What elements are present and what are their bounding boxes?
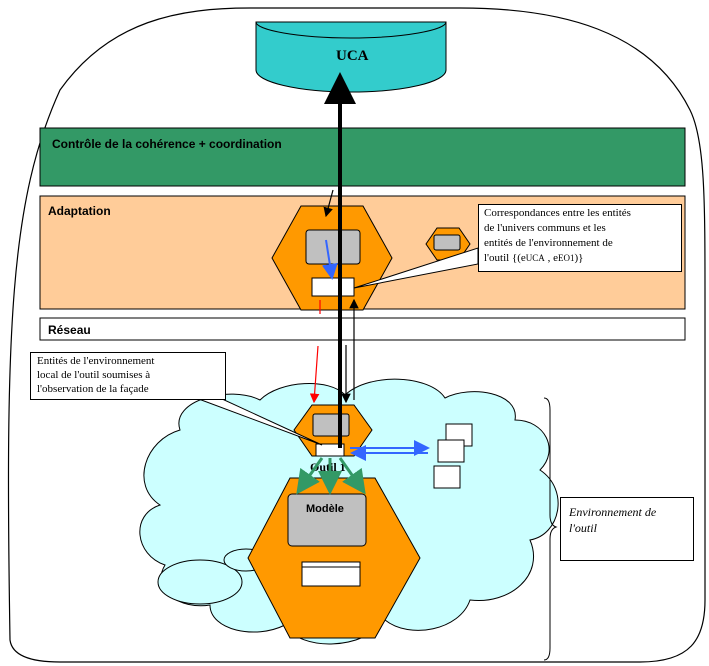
red-arrow [314, 300, 320, 402]
correspondance-note: Correspondances entre les entités de l'u… [478, 204, 682, 272]
reseau-layer-label: Réseau [48, 323, 91, 337]
adaptation-small-hexagon-box [433, 234, 461, 251]
correspondance-note-mid: , e [544, 252, 558, 264]
tool-facade-port [315, 443, 345, 457]
coherence-layer [39, 127, 686, 187]
adaptation-blue-arrow [321, 239, 338, 280]
entities-note: Entités de l'environnement local de l'ou… [30, 352, 226, 400]
uca-label: UCA [336, 48, 369, 64]
uca-database: UCA [255, 21, 447, 93]
correspondance-note-line3: entités de l'environnement de [484, 237, 613, 249]
environment-bracket [543, 397, 558, 661]
adaptation-hexagon-port [311, 277, 355, 297]
green-arrow-right [338, 457, 366, 495]
environment-note: Environnement de l'outil [560, 497, 694, 561]
correspondance-note-prefix: l'outil {(e [484, 252, 526, 264]
environment-note-line2: l'outil [569, 521, 597, 535]
adaptation-layer-label: Adaptation [48, 204, 111, 218]
entities-note-line1: Entités de l'environnement [37, 355, 155, 367]
green-arrow-left [296, 457, 324, 495]
correspondance-note-sub2: EO1 [557, 253, 575, 263]
adaptation-hexagon-box [305, 229, 361, 265]
model-document-icon [301, 561, 361, 587]
entities-note-line3: l'observation de la façade [37, 383, 149, 395]
reseau-layer [39, 317, 686, 341]
correspondance-note-line1: Correspondances entre les entités [484, 207, 631, 219]
coherence-layer-label: Contrôle de la cohérence + coordination [52, 137, 282, 151]
tool-facade-box [312, 413, 350, 437]
coherence-to-adaptation-arrow [323, 189, 334, 218]
cloud-bubble-large [157, 559, 243, 605]
entities-note-line2: local de l'outil soumises à [37, 369, 151, 381]
model-label: Modèle [306, 503, 344, 515]
document-stack-icon [433, 423, 473, 489]
correspondance-note-suffix: )} [574, 252, 584, 264]
environment-note-line1: Environnement de [569, 505, 657, 519]
correspondance-note-sub1: UCA [525, 253, 545, 263]
correspondance-note-line4: l'outil {(eUCA , eEO1)} [484, 251, 676, 266]
correspondance-note-line2: de l'univers communs et les [484, 222, 606, 234]
model-box [287, 493, 367, 547]
